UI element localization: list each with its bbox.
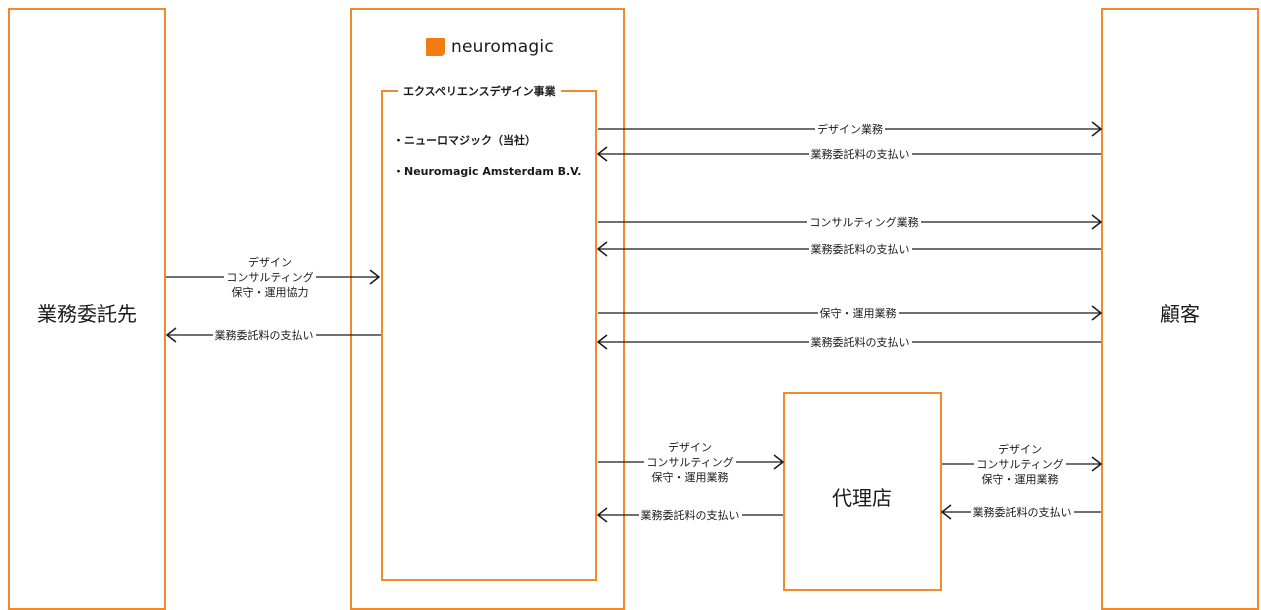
contractor-label: 業務委託先 xyxy=(37,302,137,326)
arrowhead-icon xyxy=(940,504,952,520)
arrowhead-icon xyxy=(1091,121,1103,137)
company-item: ・ニューロマジック（当社） xyxy=(393,134,536,147)
flow-arrow-label-line: 業務委託料の支払い xyxy=(810,147,910,161)
arrowhead-icon xyxy=(596,507,608,523)
flow-arrow-label-line: 保守・運用協力 xyxy=(231,285,309,299)
arrowhead-icon xyxy=(773,454,785,470)
customer-label: 顧客 xyxy=(1160,302,1200,326)
neuromagic-logo: neuromagic xyxy=(426,37,554,57)
neuromagic-logo-icon xyxy=(426,38,445,56)
agency-box xyxy=(783,392,942,591)
flow-arrow-label-line: 業務委託料の支払い xyxy=(972,505,1072,519)
flow-arrow-label-line: コンサルティング xyxy=(976,457,1064,471)
agency-label: 代理店 xyxy=(832,486,892,510)
flow-arrow-label-line: 保守・運用業務 xyxy=(651,470,729,484)
arrowhead-icon xyxy=(1091,214,1103,230)
flow-arrow-label: 業務委託料の支払い xyxy=(808,146,912,162)
flow-arrow-label: 業務委託料の支払い xyxy=(808,241,912,257)
flow-arrow-label-line: 保守・運用業務 xyxy=(981,472,1059,486)
flow-arrow-label: コンサルティング業務 xyxy=(807,214,921,230)
flow-arrow-label-line: デザイン xyxy=(998,442,1042,456)
flow-arrow-label: 業務委託料の支払い xyxy=(808,334,912,350)
arrowhead-icon xyxy=(1091,456,1103,472)
flow-arrow-label: 業務委託料の支払い xyxy=(970,504,1074,520)
flow-arrow-label-line: デザイン業務 xyxy=(817,122,883,136)
flow-arrow-label-line: デザイン xyxy=(248,255,292,269)
flow-arrow-label-line: 業務委託料の支払い xyxy=(214,328,314,342)
company-item: ・Neuromagic Amsterdam B.V. xyxy=(393,165,582,178)
flow-arrow-label: デザインコンサルティング保守・運用協力 xyxy=(224,254,316,300)
flow-arrow-label: デザインコンサルティング保守・運用業務 xyxy=(644,439,736,485)
flow-arrow-label: 業務委託料の支払い xyxy=(212,327,316,343)
flow-arrow-label: デザインコンサルティング保守・運用業務 xyxy=(974,441,1066,487)
flow-arrow-label-line: 業務委託料の支払い xyxy=(640,508,740,522)
flow-arrow-label-line: デザイン xyxy=(668,440,712,454)
flow-arrow-label-line: 業務委託料の支払い xyxy=(810,242,910,256)
arrowhead-icon xyxy=(165,327,177,343)
flow-arrow-label-line: コンサルティング xyxy=(226,270,314,284)
arrowhead-icon xyxy=(369,269,381,285)
experience-design-title: エクスペリエンスデザイン事業 xyxy=(398,83,561,99)
arrowhead-icon xyxy=(596,146,608,162)
flow-arrow-label-line: 保守・運用業務 xyxy=(819,306,897,320)
flow-arrow-label-line: 業務委託料の支払い xyxy=(810,335,910,349)
flow-arrow-label-line: コンサルティング業務 xyxy=(809,215,919,229)
flow-arrow-label: 保守・運用業務 xyxy=(817,305,899,321)
arrowhead-icon xyxy=(596,241,608,257)
arrowhead-icon xyxy=(1091,305,1103,321)
flow-arrow-label-line: コンサルティング xyxy=(646,455,734,469)
arrowhead-icon xyxy=(596,334,608,350)
flow-arrow-label: デザイン業務 xyxy=(815,121,885,137)
neuromagic-logo-text: neuromagic xyxy=(451,37,554,57)
flow-arrow-label: 業務委託料の支払い xyxy=(638,507,742,523)
